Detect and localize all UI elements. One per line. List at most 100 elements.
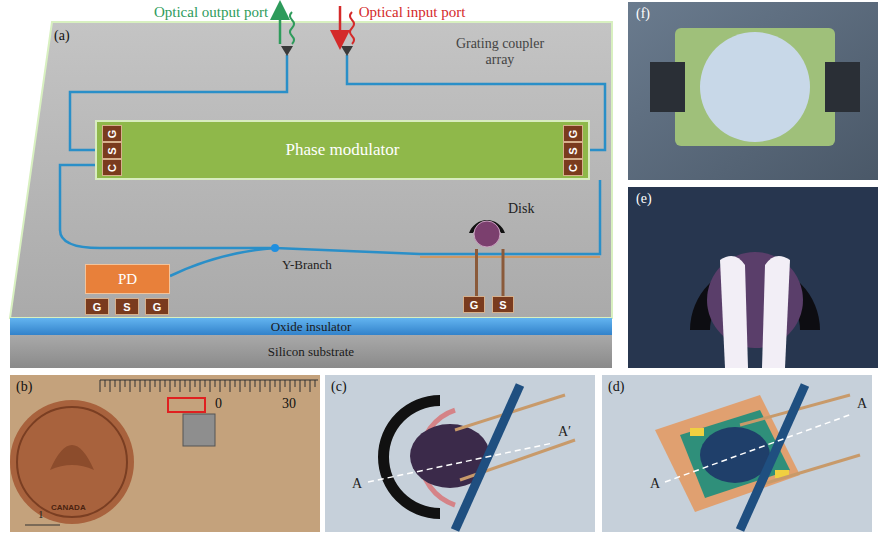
illustration-part (279, 10, 282, 44)
node-label: Phase modulator (286, 140, 400, 160)
illustration-part (115, 380, 116, 387)
illustration-part (50, 445, 94, 470)
annotation: A (857, 396, 867, 412)
illustration-part (200, 380, 201, 392)
contact-pad: G (145, 298, 169, 315)
illustration-part (740, 385, 805, 530)
node-label: C (567, 164, 579, 172)
illustration-part (17, 407, 127, 517)
node-label: Silicon substrate (268, 344, 354, 360)
illustration-part (420, 256, 600, 258)
illustration-part (271, 244, 279, 252)
illustration-part (650, 62, 685, 112)
illustration-part (700, 427, 770, 483)
node-label: Disk (508, 201, 534, 217)
phase-modulator: Phase modulatorGSCGSC (95, 120, 590, 180)
part-label: Y-Branch (282, 258, 332, 273)
illustration-part (100, 380, 101, 392)
contact-pad: C (563, 159, 583, 176)
node-label: Oxide insulator (271, 319, 352, 335)
illustration-part (280, 380, 281, 392)
node-label: PD (118, 271, 137, 288)
illustration-part (675, 28, 835, 146)
illustration-part (265, 380, 266, 387)
node-label: G (93, 301, 102, 313)
illustration-part (130, 380, 131, 392)
illustration-part (300, 380, 301, 392)
illustration-part (175, 380, 176, 387)
contact-pad: G (85, 298, 109, 315)
illustration-part (220, 380, 221, 392)
contact-pad: S (102, 142, 122, 159)
illustration-part (260, 380, 261, 392)
illustration-part (185, 380, 186, 387)
illustration-part (628, 187, 878, 368)
illustration-part (295, 380, 296, 387)
illustration-part (275, 380, 276, 387)
illustration-part (339, 6, 342, 40)
annotation: Optical input port (356, 4, 468, 21)
illustration-part (110, 380, 111, 392)
illustration-part (285, 380, 286, 387)
illustration-part (275, 180, 600, 254)
illustration-part (235, 380, 236, 387)
illustration-part (341, 46, 353, 56)
contact-pad: G (563, 125, 583, 142)
disk-resonator: Disk (468, 205, 542, 249)
panel-letter: (d) (608, 379, 624, 395)
illustration-part (195, 380, 196, 387)
illustration-part (210, 380, 211, 392)
photodetector: PD (85, 264, 170, 294)
illustration-part (183, 414, 215, 446)
node-label: G (567, 129, 579, 138)
node-label: C (106, 164, 118, 172)
illustration-part (290, 380, 291, 392)
illustration-part (60, 55, 605, 276)
panel-letter: (a) (54, 28, 70, 44)
substrate-layer: Silicon substrate (10, 335, 612, 368)
metal-wire (502, 249, 505, 296)
illustration-part (100, 380, 315, 392)
panel-letter: (f) (636, 6, 650, 22)
illustration-part (281, 46, 293, 56)
contact-pad: G (463, 296, 485, 313)
annotation: A (650, 476, 660, 492)
illustration-part (762, 256, 790, 368)
illustration-part (825, 62, 860, 112)
illustration-part (165, 380, 166, 387)
contact-pad: G (102, 125, 122, 142)
annotation: Optical output port (145, 4, 277, 21)
illustration-part (140, 380, 141, 392)
disk-shape (468, 205, 508, 249)
node-label: G (470, 299, 479, 311)
illustration-part (125, 380, 126, 387)
illustration-part (25, 525, 60, 526)
disk-circle (474, 221, 500, 247)
illustration-part (170, 380, 171, 392)
illustration-part (168, 398, 205, 412)
illustration-part (215, 380, 216, 387)
illustration-part (190, 380, 191, 392)
illustration-part (245, 380, 246, 387)
illustration-part (250, 380, 251, 392)
illustration-part (120, 380, 121, 392)
illustration-part (105, 380, 106, 387)
annotation: 0 (215, 396, 222, 412)
illustration-part (10, 400, 134, 524)
illustration-part (368, 443, 553, 482)
annotation: 1 (38, 508, 44, 521)
contact-pad: S (115, 298, 139, 315)
illustration-part (720, 256, 748, 368)
illustration-part (240, 380, 241, 392)
illustration-part (150, 380, 151, 392)
annotation: A′ (558, 424, 571, 440)
illustration-part (350, 12, 354, 44)
illustration-part (205, 380, 206, 387)
metal-wire (475, 249, 478, 296)
illustration-part (290, 12, 294, 44)
panel-letter: (e) (636, 191, 652, 207)
contact-pad: S (563, 142, 583, 159)
illustration-part (225, 380, 226, 387)
illustration-part (160, 380, 161, 392)
